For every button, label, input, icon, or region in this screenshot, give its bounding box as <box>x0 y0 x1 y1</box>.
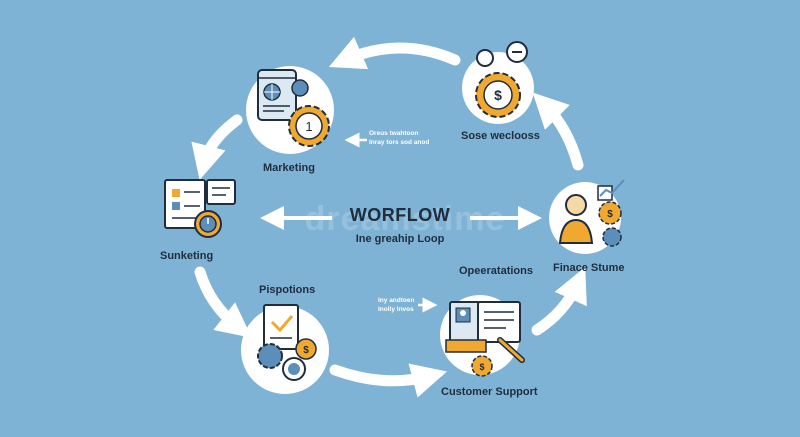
label-marketing: Marketing <box>263 162 315 174</box>
note-bottom: Iny andtoen Inolly Invos <box>378 296 414 314</box>
label-sose: Sose weclooss <box>461 130 540 142</box>
svg-text:$: $ <box>479 362 484 372</box>
node-sose: $ <box>462 41 534 124</box>
svg-text:$: $ <box>303 345 309 356</box>
id-card-search-icon: $ <box>445 301 525 377</box>
svg-text:$: $ <box>494 87 502 103</box>
flow-arrow-pispotions-to-customer <box>329 363 448 398</box>
note-top-line-1: Oreus twahtoon <box>369 130 419 137</box>
node-marketing: 1 <box>246 66 334 154</box>
node-customer: $ <box>440 295 525 377</box>
node-sunketing <box>164 179 236 238</box>
note-bottom-line-1: Iny andtoen <box>378 297 415 304</box>
node-finance: $ <box>549 179 625 254</box>
label-pispotions: Pispotions <box>259 284 316 296</box>
diagram-subtitle: Ine greahip Loop <box>355 233 445 245</box>
flow-arrow-sunketing-to-pispotions <box>194 266 252 338</box>
flow-arrow-finance-to-sose <box>532 92 584 171</box>
checklist-dollar-gear-icon: $ <box>257 304 317 381</box>
label-finance: Finace Stume <box>553 262 625 274</box>
person-chart-gear-icon: $ <box>558 179 625 247</box>
svg-text:1: 1 <box>305 119 312 134</box>
svg-text:$: $ <box>607 209 613 220</box>
note-top: Oreus twahtoon Inray tors sod anod <box>369 129 429 147</box>
label-customer: Customer Support <box>441 386 538 398</box>
flow-arrow-marketing-to-sunketing <box>191 114 243 181</box>
label-sunketing: Sunketing <box>160 250 214 262</box>
document-clock-icon <box>164 179 236 238</box>
label-operations: Opeeratations <box>459 265 533 277</box>
tablet-gear-icon: 1 <box>257 69 330 147</box>
dollar-gear-icon: $ <box>475 41 528 118</box>
diagram-title: WORFLOW <box>349 205 451 225</box>
flow-arrow-sose-to-marketing <box>328 36 461 70</box>
note-top-line-2: Inray tors sod anod <box>369 139 430 146</box>
flow-arrow-customer-to-finance <box>531 266 587 336</box>
note-bottom-line-2: Inolly Invos <box>378 306 414 313</box>
node-pispotions: $ <box>241 304 329 394</box>
